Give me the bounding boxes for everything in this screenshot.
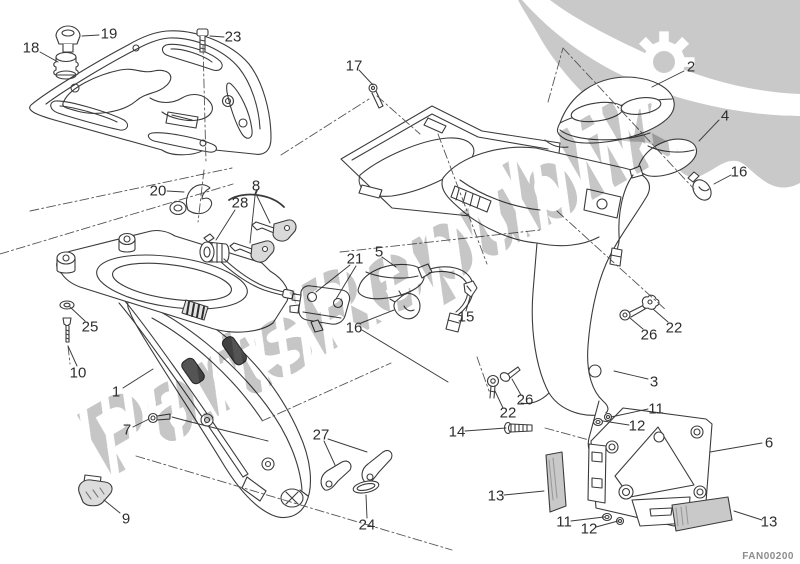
latch-hook-20 [169, 184, 213, 216]
lock-cylinder [199, 233, 230, 264]
rear-rack-plate [29, 30, 272, 156]
construction-lines [0, 44, 695, 551]
screw-19 [55, 25, 81, 53]
washer-12-upper [592, 417, 604, 427]
bulb-right [687, 171, 712, 201]
nut-12-lower [615, 516, 625, 526]
screw-7 [147, 412, 171, 424]
washer-25 [59, 300, 75, 310]
speednut-22-lower [486, 374, 500, 399]
kit-bracket-8 [228, 189, 285, 208]
logo-swoosh [522, 0, 800, 116]
tail-body [441, 146, 650, 458]
screw-26-upper [619, 304, 646, 321]
screw-14 [503, 421, 533, 435]
tail-cowl [544, 76, 675, 148]
support-bracket [56, 230, 289, 333]
diagram-code: FAN00200 [742, 551, 794, 562]
turn-signal-left [357, 263, 474, 333]
screw-26-lower [499, 366, 521, 382]
clip-15 [463, 280, 478, 298]
gear-hole [653, 51, 675, 73]
grommet-18 [53, 51, 79, 80]
reflector-right [671, 496, 733, 532]
gasket-24 [352, 480, 380, 494]
seat-latch-21 [289, 285, 351, 333]
screw-23 [196, 28, 209, 53]
bulb-center [389, 290, 421, 320]
screw-10 [62, 317, 72, 343]
rubber-pad-9 [78, 474, 113, 507]
leader-lines [39, 34, 763, 528]
strap-pair-27 [320, 450, 393, 491]
plate-bracket-6 [587, 407, 713, 527]
speednut-22-upper [641, 294, 660, 310]
nut-11-upper [603, 412, 613, 422]
reflector-left [545, 451, 567, 513]
keys-pair [229, 219, 297, 263]
screw-17 [368, 83, 384, 109]
